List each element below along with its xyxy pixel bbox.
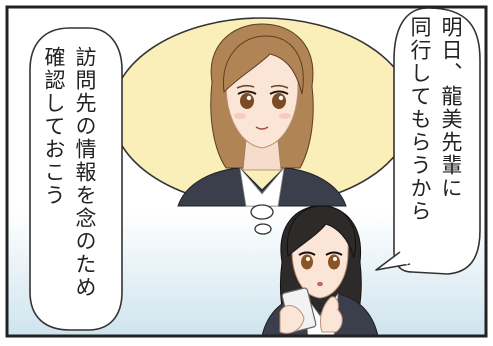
thought-dot-small	[254, 223, 272, 235]
left-speech-line-2: 確認しておこう	[42, 46, 66, 207]
junior-employee-figure	[261, 205, 379, 337]
thought-dot-large	[250, 204, 274, 220]
left-speech-line-1: 訪問先の情報を念のため	[73, 46, 97, 299]
right-speech-bubble	[393, 7, 481, 275]
left-hand	[279, 304, 305, 334]
right-hand-pointing	[319, 296, 343, 333]
right-speech-line-1: 明日、龍美先輩に	[439, 16, 463, 200]
senior-colleague-figure	[177, 23, 347, 207]
right-speech-text: 明日、龍美先輩に同行してもらうから	[404, 16, 466, 286]
right-speech-line-2: 同行してもらうから	[408, 16, 432, 223]
left-speech-text: 訪問先の情報を念のため確認しておこう	[38, 46, 100, 326]
panel-border	[5, 5, 488, 338]
left-speech-bubble	[29, 27, 123, 331]
